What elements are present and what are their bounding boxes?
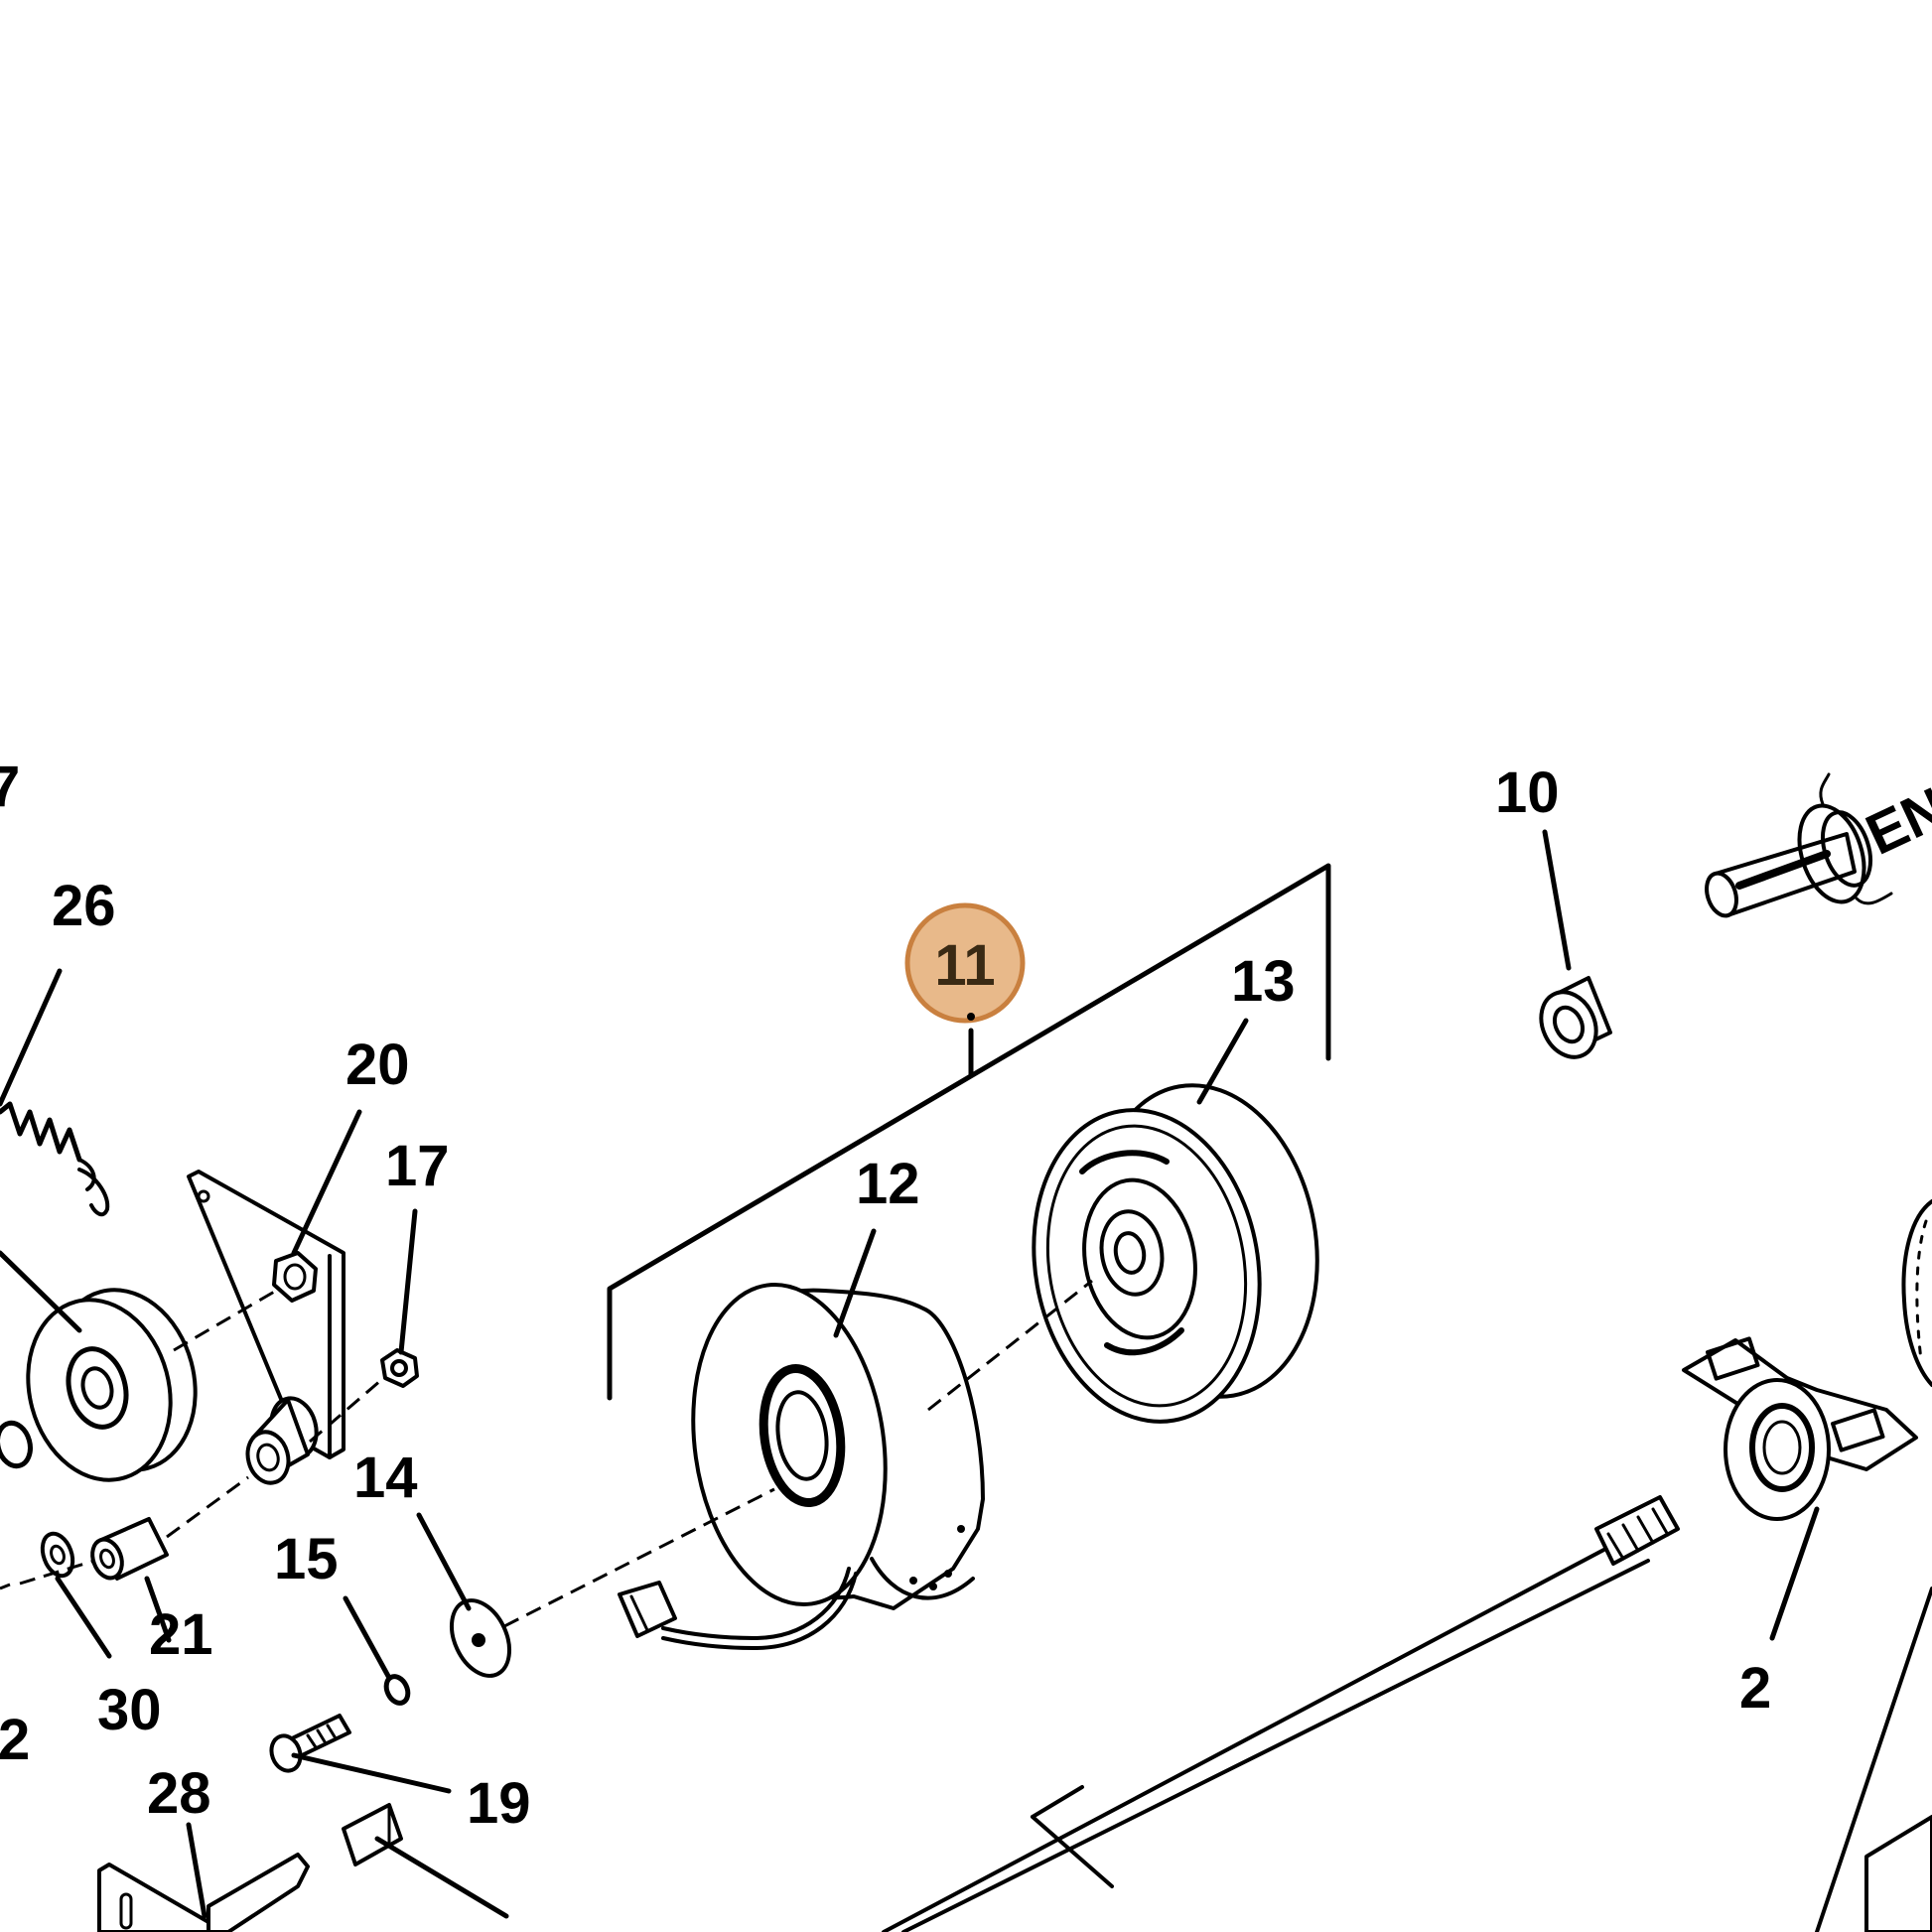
callout-13[interactable]: 13: [1231, 949, 1296, 1014]
callout-labels: 7 26 20 17 12 13 10 14 15 21 30 2 19 28 …: [0, 755, 1932, 1836]
callout-11: 11: [934, 933, 995, 998]
bracket-part-28[interactable]: [97, 1853, 310, 1932]
bearing-part-2[interactable]: [1682, 1336, 1918, 1521]
washer-part-30[interactable]: [37, 1530, 77, 1581]
alignment-lines: [0, 1279, 1093, 1628]
bracket-part-20[interactable]: [187, 1170, 345, 1487]
bushing-part-10[interactable]: [1531, 976, 1612, 1066]
callout-12[interactable]: 12: [856, 1152, 920, 1216]
pulley-part-13[interactable]: [1010, 1067, 1341, 1440]
spring-part-26[interactable]: [0, 1101, 110, 1217]
drive-shaft: [882, 1495, 1680, 1932]
engine-shaft: [1705, 772, 1893, 918]
washer-part-14[interactable]: [441, 1591, 521, 1685]
callout-30[interactable]: 30: [97, 1678, 162, 1742]
callout-20[interactable]: 20: [345, 1033, 410, 1097]
leader-lines: [0, 829, 1820, 1919]
assembly-bracket-11: [607, 863, 1331, 1401]
callout-11-highlight[interactable]: 11: [904, 902, 1026, 1024]
callout-21[interactable]: 21: [149, 1602, 213, 1667]
idler-pulley-left[interactable]: [0, 1274, 214, 1496]
clutch-part-12[interactable]: [618, 1272, 985, 1650]
callout-2-left[interactable]: 2: [0, 1708, 30, 1772]
callout-26[interactable]: 26: [52, 874, 116, 938]
callout-7[interactable]: 7: [0, 755, 20, 819]
blade-edge: [1901, 1199, 1932, 1387]
nut-part-17[interactable]: [380, 1348, 419, 1388]
deck-corner: [1864, 1815, 1932, 1932]
spacer-part-21[interactable]: [87, 1517, 169, 1583]
bolt-part-19[interactable]: [267, 1714, 351, 1775]
clip-part-18[interactable]: [342, 1803, 403, 1866]
callout-17[interactable]: 17: [385, 1134, 450, 1198]
callout-14[interactable]: 14: [353, 1446, 418, 1510]
callout-10[interactable]: 10: [1495, 760, 1560, 825]
callout-15[interactable]: 15: [274, 1527, 339, 1591]
engine-label: EN: [1857, 775, 1932, 868]
callout-19[interactable]: 19: [467, 1771, 531, 1836]
callout-28[interactable]: 28: [147, 1761, 211, 1826]
callout-2-right[interactable]: 2: [1739, 1656, 1771, 1721]
